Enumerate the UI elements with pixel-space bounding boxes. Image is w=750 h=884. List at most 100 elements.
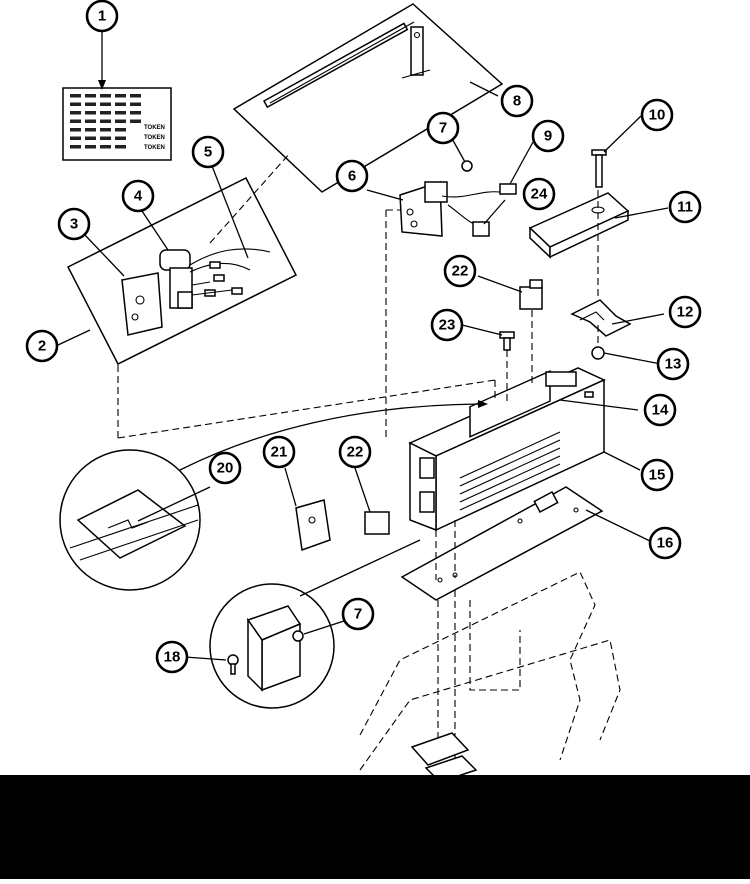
callout-c3: 3 [57,207,91,241]
callout-c2: 2 [25,329,59,363]
callout-circle [426,111,460,145]
bracket-12 [570,299,632,337]
callout-number: 6 [348,168,356,185]
callout-number: 14 [652,402,669,419]
callout-circle [640,98,674,132]
decal-text-bar [70,145,81,149]
callout-number: 3 [70,216,78,233]
callout-c11: 11 [668,190,702,224]
nut-13 [591,346,605,360]
callout-c22b: 22 [338,435,372,469]
callout-number: 23 [439,317,456,334]
callout-number: 9 [544,128,552,145]
callout-c4: 4 [121,179,155,213]
switch-22-lower [364,511,390,535]
decal-text-bar [115,136,126,140]
bar-assembly-box [232,3,504,193]
callout-number: 15 [649,467,666,484]
decal-text-bar [100,94,111,98]
decal-text-bar [130,111,141,115]
decal-text-bar [115,128,126,132]
switch-assembly-box [66,176,298,366]
callout-c13: 13 [656,347,690,381]
callout-circle [640,458,674,492]
coin-mechanism [399,160,517,237]
callout-circle [500,84,534,118]
callout-number: 24 [531,186,548,203]
decal-text-bar [115,145,126,149]
decal-text-bar [70,128,81,132]
decal-token-label: TOKEN [144,135,165,141]
callout-c9: 9 [531,119,565,153]
decal-text-bar [100,145,111,149]
decal-token-label: TOKEN [144,145,165,151]
decal-text-bar [70,119,81,123]
callout-number: 18 [164,649,181,666]
plate-21 [295,499,331,552]
callout-c10: 10 [640,98,674,132]
callout-circle [656,347,690,381]
callout-c22a: 22 [443,254,477,288]
base-plate-16 [400,486,604,601]
callout-number: 1 [98,8,106,25]
callout-c5: 5 [191,135,225,169]
decal-text-bar [100,136,111,140]
callout-circle [668,190,702,224]
decal-text-bar [100,111,111,115]
callout-circle [648,526,682,560]
decal-text-bar [70,94,81,98]
arrowhead [98,80,106,90]
callout-c6: 6 [335,159,369,193]
callout-circle [57,207,91,241]
decal-text-bar [85,119,96,123]
decal-text-bar [85,145,96,149]
callout-c16: 16 [648,526,682,560]
callout-circle [262,435,296,469]
callout-number: 10 [649,107,666,124]
callout-number: 21 [271,444,288,461]
decal-text-bar [70,111,81,115]
callout-c7a: 7 [426,111,460,145]
decal-text-bar [85,136,96,140]
decal-text-bar [100,119,111,123]
callout-circle [443,254,477,288]
callout-number: 22 [347,444,364,461]
callout-circle [338,435,372,469]
callout-circle [668,295,702,329]
callout-number: 12 [677,304,694,321]
decal-text-bar [70,136,81,140]
callout-c1: 1 [85,0,119,33]
callout-circle [25,329,59,363]
decal-text-bar [100,128,111,132]
callout-c21: 21 [262,435,296,469]
callout-circle [531,119,565,153]
detail-circle-lower [209,539,421,709]
callout-circle [208,451,242,485]
callout-c15: 15 [640,458,674,492]
callout-c20: 20 [208,451,242,485]
decal-text-bar [130,94,141,98]
decal-text-bar [115,111,126,115]
decal-text-bar [115,119,126,123]
decal-text-bar [115,94,126,98]
decal-text-bar [85,128,96,132]
callout-c18: 18 [155,640,189,674]
callout-number: 7 [354,606,362,623]
cabinet-outline [359,571,621,771]
callout-number: 16 [657,535,674,552]
bolt-23 [499,331,515,351]
decal-text-bar [130,102,141,106]
callout-number: 5 [204,144,212,161]
callout-circle [643,393,677,427]
callout-number: 13 [665,356,682,373]
callout-circle [191,135,225,169]
cropped-footer-band [0,775,750,879]
cover-plate-11 [528,192,630,259]
decal-sheet: TOKEN TOKEN TOKEN [62,87,172,161]
callout-circle [85,0,119,33]
callout-number: 4 [134,188,143,205]
decal-text-bar [85,94,96,98]
